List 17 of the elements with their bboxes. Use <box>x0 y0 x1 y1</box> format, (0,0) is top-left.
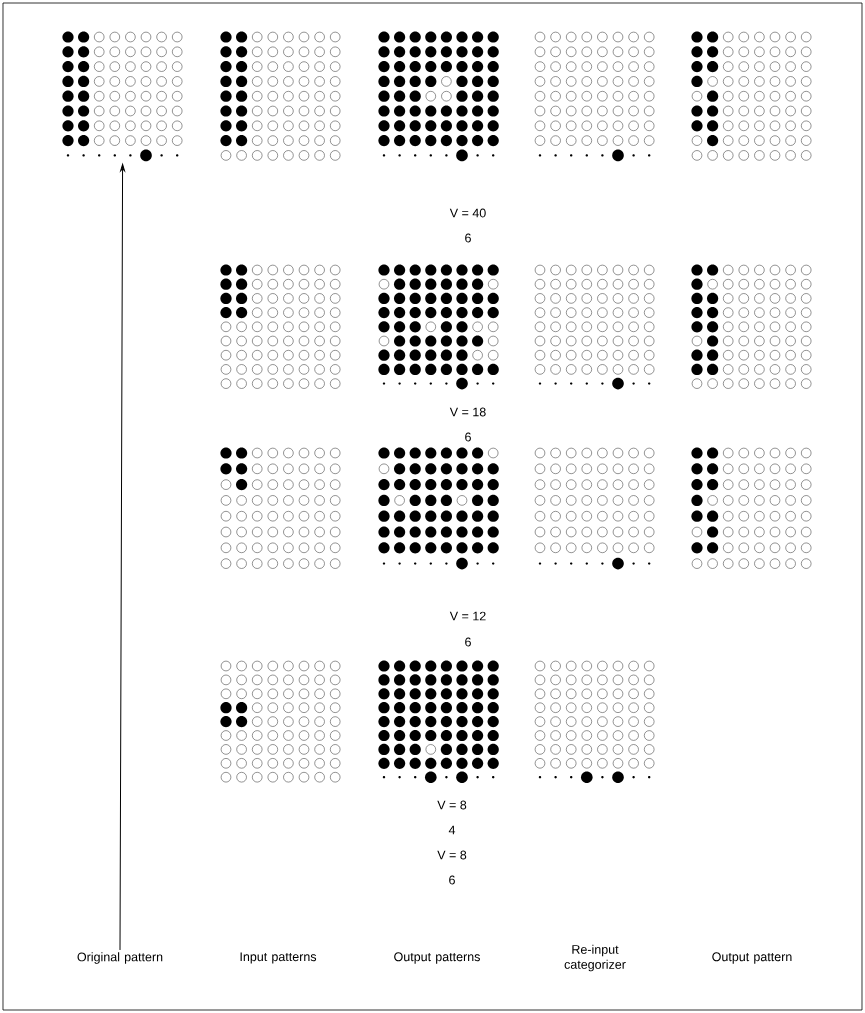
value-label: V = 8 <box>437 850 467 860</box>
value-label: V = 8 <box>437 800 467 810</box>
value-label: 6 <box>465 233 471 243</box>
arrow <box>119 163 125 951</box>
column-label: Original pattern <box>77 952 163 964</box>
value-label: V = 18 <box>449 407 486 417</box>
value-label: 6 <box>449 875 455 885</box>
value-label: V = 12 <box>449 611 486 621</box>
column-label: Output patterns <box>394 952 480 964</box>
column-label: Output pattern <box>712 952 792 964</box>
column-label: Input patterns <box>240 952 317 964</box>
value-label: 6 <box>465 637 471 647</box>
value-label: V = 40 <box>449 208 486 218</box>
value-label: 6 <box>465 432 471 442</box>
value-label: 4 <box>448 825 456 835</box>
column-label: Re-input categorizer <box>564 944 626 972</box>
dot-grid <box>62 31 183 162</box>
